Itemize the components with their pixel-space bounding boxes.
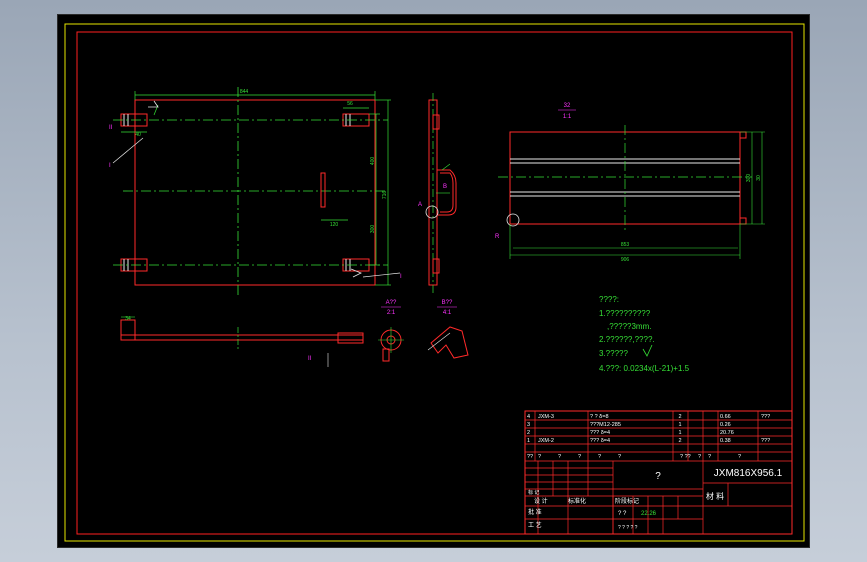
drawing-sheet: 844 56 40 120 400 716 300 II I I	[64, 23, 805, 542]
detail-a-marker	[425, 205, 439, 219]
title-drawing-number: JXM816X956.1	[714, 468, 783, 479]
front-label-i-right: I	[400, 274, 402, 280]
parts-cell-weight: 0.66	[720, 414, 731, 420]
detail-a-title: A??	[386, 300, 397, 306]
title-stage-label: 阶段标记	[615, 497, 639, 505]
top-label-r: R	[495, 234, 500, 240]
front-view: 844 56 40 120 400 716 300 II I I	[109, 87, 402, 295]
parts-header-cell: ?	[698, 454, 701, 460]
notes-line-1: 1.??????????	[599, 309, 651, 318]
front-dim-40: 40	[135, 132, 141, 138]
side-handle	[437, 169, 457, 216]
title-std-label: 标准化	[568, 497, 586, 505]
top-view-scale-top: 32	[564, 103, 571, 109]
title-scale-text: ? ?	[618, 511, 627, 517]
top-view-scale-bottom: 1:1	[563, 114, 572, 120]
side-view: A B	[418, 93, 457, 295]
technical-notes: ????: 1.?????????? ,?????3mm. 2.??????,?…	[599, 295, 690, 373]
parts-header-cell: ?	[618, 454, 621, 460]
front-dim-400: 400	[370, 157, 376, 166]
parts-header-cell: ?	[578, 454, 581, 460]
parts-header-cell: ?	[598, 454, 601, 460]
side-label-b: B	[443, 184, 447, 190]
front-dim-300: 300	[370, 225, 376, 234]
parts-cell-weight: 0.26	[720, 422, 731, 428]
parts-header-cell: ??	[527, 454, 533, 460]
notes-line-1b: ,?????3mm.	[607, 322, 651, 331]
top-dim-853: 853	[621, 242, 630, 248]
top-dim-30: 30	[756, 175, 762, 181]
front-dim-width: 844	[240, 89, 249, 95]
top-view: 32 1:1 853 906 300	[495, 103, 765, 263]
notes-line-3: 3.?????	[599, 349, 628, 358]
parts-cell-weight: 20.76	[720, 430, 734, 436]
detail-b-title: B??	[442, 300, 453, 306]
bottom-dim-34: 34	[125, 316, 131, 322]
front-handle-slot	[320, 172, 326, 208]
title-footer: ? ? ? ? ?	[618, 525, 638, 531]
parts-header-cell: ?	[538, 454, 541, 460]
front-dim-56: 56	[347, 101, 353, 107]
title-material-label: 材 料	[706, 491, 724, 501]
front-dim-120: 120	[330, 222, 339, 228]
roughness-symbol	[642, 344, 653, 357]
parts-cell-qty: 1	[678, 422, 681, 428]
title-drawing-name: ?	[655, 471, 661, 482]
top-dim-906: 906	[621, 257, 630, 263]
outer-frame	[64, 23, 805, 542]
parts-cell-code: JXM-2	[538, 438, 554, 444]
parts-cell-qty: 1	[678, 430, 681, 436]
front-view-rotation-mark	[148, 100, 159, 108]
parts-cell-no: 4	[527, 414, 530, 420]
parts-cell-no: 3	[527, 422, 530, 428]
parts-cell-note: ???	[761, 438, 770, 444]
parts-header-cell: ?	[738, 454, 741, 460]
parts-header-cell: ?	[558, 454, 561, 460]
front-view-rotation-mark-2	[350, 268, 362, 278]
title-mark-label: 标 记	[528, 489, 539, 496]
bottom-label-ii: II	[308, 356, 312, 362]
parts-cell-note: ???	[761, 414, 770, 420]
parts-cell-no: 2	[527, 430, 530, 436]
title-process-label: 工 艺	[528, 521, 542, 529]
title-date-text: 22.26	[641, 511, 657, 517]
front-view-plate	[134, 99, 376, 286]
parts-cell-qty: 2	[678, 438, 681, 444]
detail-a-view: A?? 2:1	[378, 300, 404, 362]
parts-cell-qty: 2	[678, 414, 681, 420]
inner-frame	[76, 31, 793, 535]
parts-cell-no: 1	[527, 438, 530, 444]
notes-line-2: 2.??????,????.	[599, 335, 655, 344]
parts-cell-name: ? ? δ=8	[590, 414, 609, 420]
detail-b-scale: 4:1	[443, 310, 452, 316]
parts-cell-weight: 0.38	[720, 438, 731, 444]
detail-r-marker	[506, 213, 520, 227]
detail-a-scale: 2:1	[387, 310, 396, 316]
bottom-view-plate	[120, 334, 364, 341]
parts-cell-code: JXM-3	[538, 414, 554, 420]
detail-b-view: B?? 4:1	[427, 300, 469, 359]
side-label-a: A	[418, 202, 422, 208]
title-approve-label: 批 准	[528, 508, 542, 516]
notes-heading: ????:	[599, 295, 619, 304]
cad-drawing-canvas[interactable]: 844 56 40 120 400 716 300 II I I	[57, 14, 810, 548]
parts-cell-name: ??? δ=4	[590, 430, 610, 436]
title-design-label: 设 计	[534, 497, 548, 505]
parts-cell-name: ??? δ=4	[590, 438, 610, 444]
bottom-view: 34 II	[120, 316, 364, 367]
parts-cell-name: ???M12-285	[590, 422, 621, 428]
front-label-ii: II	[109, 125, 113, 131]
front-dim-716: 716	[382, 191, 388, 200]
title-block: 4 JXM-3 ? ? δ=8 2 0.66??? 3 ???M12-285 1 0.26 2??…	[524, 410, 793, 535]
front-label-i: I	[109, 163, 111, 169]
parts-header-cell: ?	[708, 454, 711, 460]
parts-header-cell: ? ??	[680, 454, 691, 460]
top-dim-300: 300	[746, 174, 752, 183]
notes-line-4: 4.???: 0.0234x(L-21)+1.5	[599, 364, 690, 373]
